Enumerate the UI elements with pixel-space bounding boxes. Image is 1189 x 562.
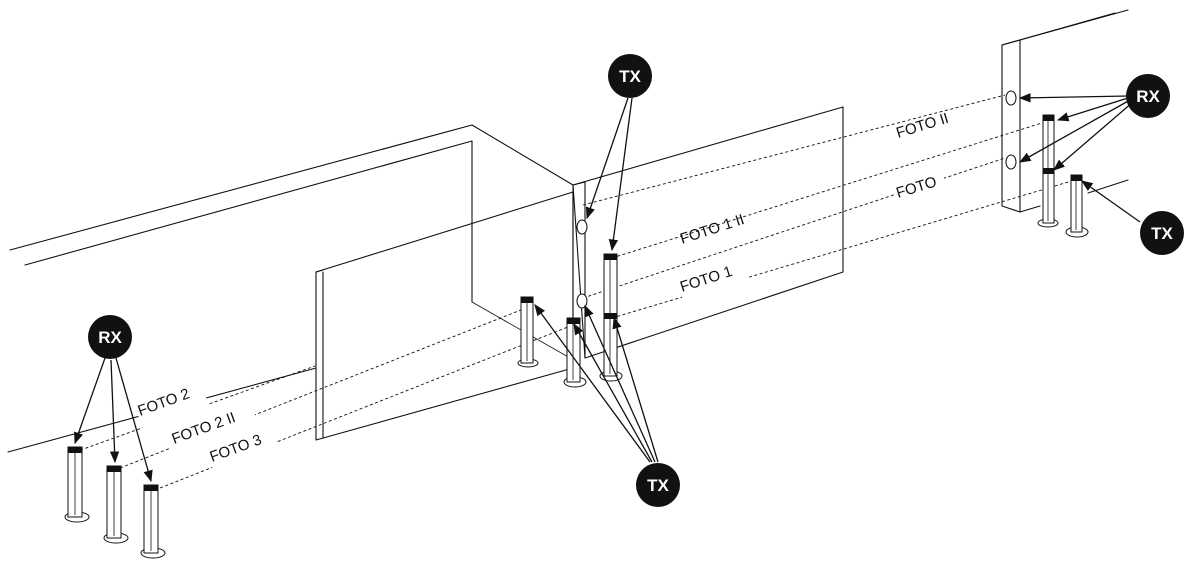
transmitter-post-right bbox=[1065, 174, 1089, 238]
gate-panel-left bbox=[315, 191, 574, 441]
beam-labels: FOTO 2 FOTO 2 II FOTO 3 FOTO 1 FOTO 1 II… bbox=[136, 110, 970, 476]
receiver-post-right bbox=[1037, 114, 1059, 228]
receiver-post-1 bbox=[64, 446, 90, 523]
wall-photocell-gate-lower bbox=[576, 293, 588, 309]
tx-badge-bottom: TX bbox=[636, 463, 680, 507]
tx-badge-right: TX bbox=[1140, 211, 1184, 255]
transmitter-post-3 bbox=[599, 253, 623, 382]
rx-badge-right: RX bbox=[1126, 74, 1170, 118]
receiver-post-2 bbox=[103, 465, 129, 544]
tx-badge-top: TX bbox=[608, 54, 652, 98]
arrow-tx-right bbox=[1081, 180, 1141, 223]
arrows-rx-left bbox=[74, 357, 153, 483]
transmitter-post-1 bbox=[517, 296, 539, 368]
receiver-post-3 bbox=[140, 484, 166, 559]
arrows-rx-right bbox=[1018, 93, 1134, 171]
wall-photocell-gate-upper bbox=[576, 219, 588, 235]
wall-photocell-right-lower bbox=[1005, 154, 1017, 170]
wall-photocell-right-upper bbox=[1005, 90, 1017, 106]
right-wall-block bbox=[1001, 9, 1129, 213]
svg-text:RX: RX bbox=[1136, 87, 1160, 106]
arrows-tx-bottom bbox=[534, 304, 659, 463]
svg-text:TX: TX bbox=[619, 67, 641, 86]
svg-text:RX: RX bbox=[98, 328, 122, 347]
svg-text:TX: TX bbox=[1151, 224, 1173, 243]
arrows-tx-top bbox=[585, 97, 633, 252]
svg-text:TX: TX bbox=[647, 476, 669, 495]
rx-badge-left: RX bbox=[88, 315, 132, 359]
